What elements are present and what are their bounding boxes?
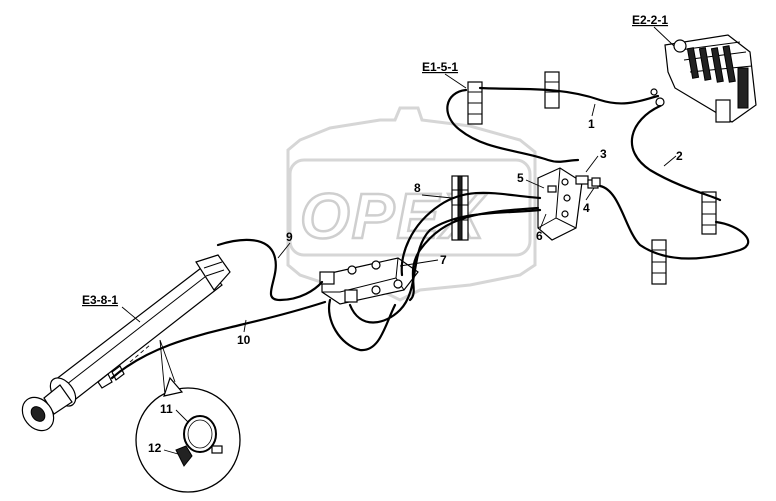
clamp-block-3	[701, 191, 717, 235]
hose-6	[408, 206, 540, 302]
hose-clamp	[183, 415, 217, 453]
callout-10: 10	[237, 333, 251, 347]
hose-1	[446, 88, 580, 163]
callouts: 1 2 3 4 5 6 7 8 9 10 11 12	[148, 103, 683, 455]
hose-2-lower	[598, 184, 750, 260]
detail-circle	[135, 339, 241, 493]
hose-7-loop	[327, 298, 397, 352]
hose-9	[216, 238, 324, 302]
detail-circle-outline	[135, 387, 241, 493]
clamp-block-4	[651, 239, 667, 285]
clamp-insert	[175, 445, 193, 467]
callout-5: 5	[517, 171, 524, 185]
callout-3: 3	[600, 147, 607, 161]
callout-12: 12	[148, 441, 162, 455]
hose-10	[110, 300, 327, 380]
hydraulic-cylinder	[21, 254, 231, 432]
hoses	[110, 86, 750, 380]
callout-4: 4	[583, 201, 590, 215]
ref-label-clip: E1-5-1	[422, 60, 458, 74]
callout-9: 9	[286, 230, 293, 244]
reference-labels: E2-2-1 E1-5-1 E3-8-1	[82, 13, 675, 323]
manifold-block	[537, 167, 601, 241]
distribution-block	[319, 257, 419, 305]
hose-8	[400, 191, 542, 277]
callout-8: 8	[414, 181, 421, 195]
hose-2	[630, 104, 722, 202]
callout-2: 2	[676, 149, 683, 163]
clamp-block-1	[467, 81, 483, 125]
callout-7: 7	[440, 253, 447, 267]
callout-1: 1	[588, 117, 595, 131]
clamp-block-8	[451, 175, 469, 241]
hose-1-top	[478, 86, 660, 105]
control-valve	[650, 34, 757, 123]
ref-label-cylinder: E3-8-1	[82, 293, 118, 307]
callout-6: 6	[536, 229, 543, 243]
ref-label-valve: E2-2-1	[632, 13, 668, 27]
callout-11: 11	[160, 402, 173, 416]
